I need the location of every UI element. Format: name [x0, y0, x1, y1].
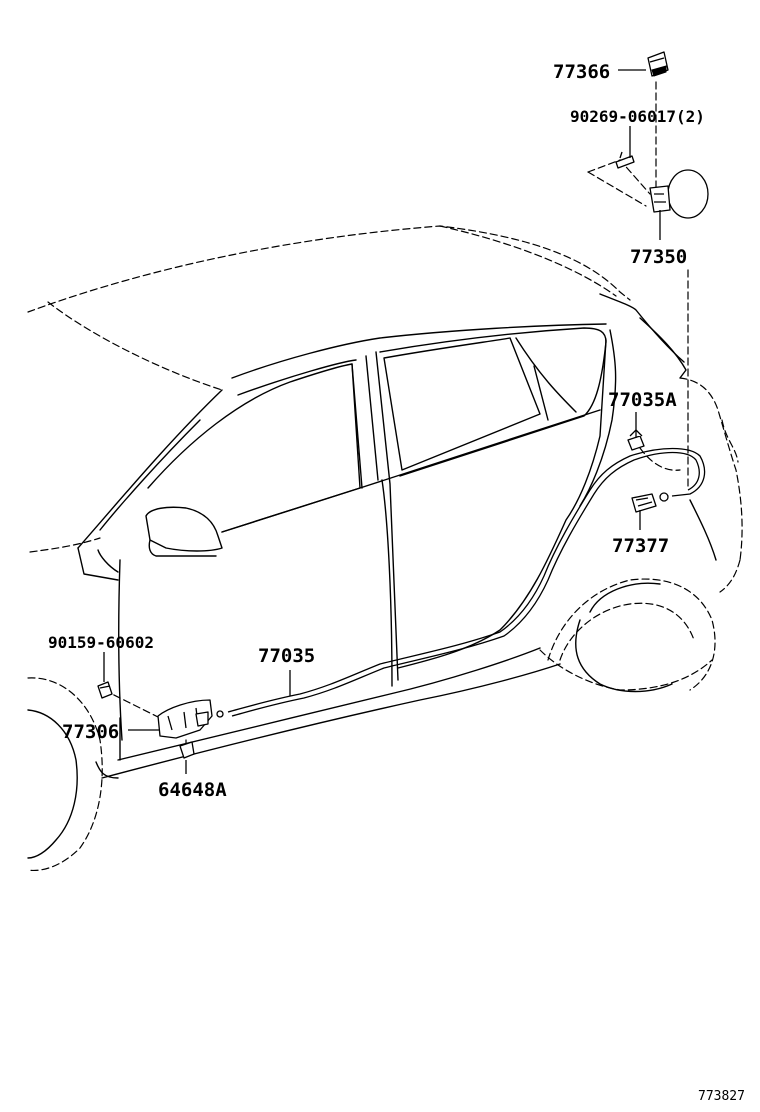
- part-labels: 77366 90269-06017(2) 77350 77035A 77377 …: [48, 61, 705, 801]
- fuel-lid-part-77350[interactable]: [649, 169, 709, 219]
- part-number-90159-60602[interactable]: 90159-60602: [48, 633, 154, 652]
- part-number-77035a[interactable]: 77035A: [608, 389, 677, 411]
- fuel-lid-cable-77035[interactable]: [216, 447, 706, 718]
- holder-77377[interactable]: [631, 493, 657, 513]
- part-number-77366[interactable]: 77366: [553, 61, 610, 83]
- screw-90159-60602[interactable]: [97, 681, 113, 699]
- cover-64648a[interactable]: [179, 741, 195, 759]
- illustration-id: 773827: [698, 1089, 745, 1104]
- part-number-77306[interactable]: 77306: [62, 721, 119, 743]
- part-number-77377[interactable]: 77377: [612, 535, 669, 557]
- part-number-90269-06017[interactable]: 90269-06017(2): [570, 107, 705, 126]
- screw-90269-06017[interactable]: [615, 151, 635, 169]
- fuel-lid-dash-lines: [103, 81, 689, 751]
- part-number-77350[interactable]: 77350: [630, 246, 687, 268]
- leader-lines: [103, 69, 661, 774]
- part-number-77035[interactable]: 77035: [258, 645, 315, 667]
- part-77366[interactable]: [647, 51, 669, 77]
- vehicle-body-outline: [27, 225, 743, 872]
- part-number-64648a[interactable]: 64648A: [158, 779, 227, 801]
- opener-lever-77306[interactable]: [157, 699, 213, 739]
